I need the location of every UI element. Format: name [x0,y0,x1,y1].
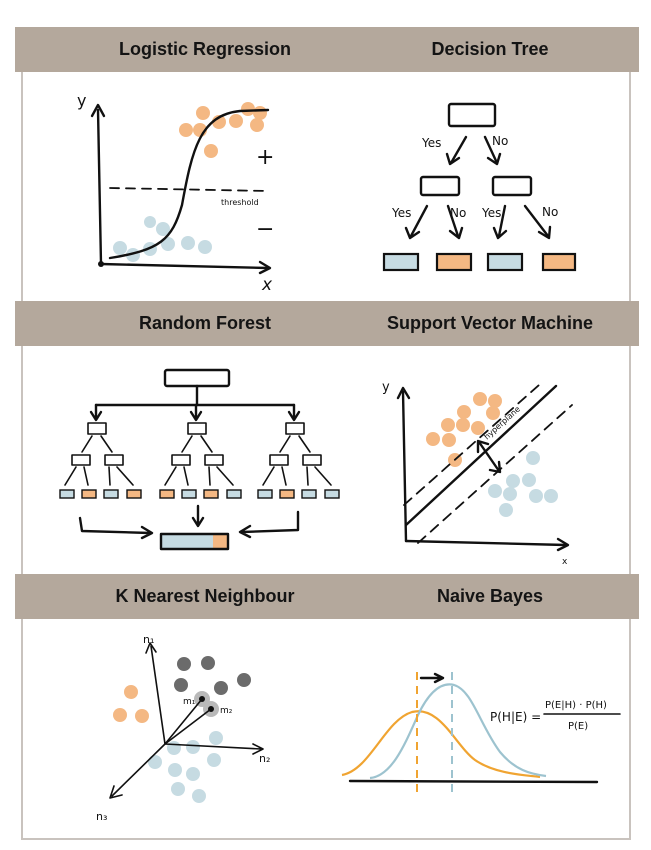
lr-origin-dot [98,261,104,267]
knn-label-m2: m₂ [220,706,233,716]
svm-margin-lower [417,404,573,544]
dt-label-no-rr: No [542,205,558,219]
lr-threshold-line [109,187,269,192]
dt-edge-rl [497,204,507,238]
dt-leaf-1-blue [382,252,420,272]
title-naive-bayes: Naive Bayes [436,586,544,606]
rf-branch-mid [189,403,203,422]
knn-blue-points [148,731,223,803]
svm-orange-points [426,392,502,467]
title-decision-tree: Decision Tree [431,39,549,59]
title-random-forest: Random Forest [138,313,271,333]
header-band-row-1: Logistic Regression Decision Tree [15,27,639,72]
header-band-row-3: K Nearest Neighbour Naive Bayes [15,574,639,619]
svm-margin-upper [403,384,540,506]
knn-orange-points [113,685,149,723]
knn-axis-n3 [109,743,166,799]
dt-left-node [419,175,461,197]
title-k-nearest-neighbour: K Nearest Neighbour [115,586,295,606]
svm-x-axis [404,539,568,547]
dt-edge-root-right [483,135,499,165]
dt-arrow-rl [492,226,508,240]
dt-edge-root-left [449,135,468,165]
nb-prior-curve [341,710,541,779]
knn-label-n3: n₃ [96,810,107,823]
knn-axis-n2 [164,743,264,755]
nb-shift-arrow [419,672,445,684]
rf-result-bar-outline [159,532,230,551]
svm-y-arrowhead [396,386,411,400]
lr-threshold-label: threshold [221,198,259,207]
svm-margin-arrow [476,439,502,474]
knn-gray-points [174,656,251,695]
lr-x-label: x [261,275,273,295]
svm-y-label: y [382,380,390,395]
dt-label-yes-top: Yes [421,136,441,150]
lr-minus-sign: − [256,217,274,242]
dt-label-no-top: No [492,134,508,148]
knn-line-to-m1 [164,698,203,745]
dt-leaf-4-orange [541,252,577,272]
svm-y-axis [401,390,408,543]
rf-tree-3 [257,422,340,499]
knn-axis-n1 [145,642,166,745]
rf-result-bar-blue [161,534,213,549]
dt-arrow-root-left [445,152,461,166]
dt-leaf-2-orange [435,252,473,272]
header-band-row-2: Random Forest Support Vector Machine [15,301,639,346]
lr-plus-sign: + [256,145,274,170]
nb-baseline [348,779,599,784]
nb-posterior-curve [369,683,547,780]
dt-root-node [447,102,497,128]
nb-formula-numerator: P(E|H) · P(H) [545,700,607,711]
title-logistic-regression: Logistic Regression [118,39,292,59]
svm-hyperplane [404,384,558,527]
knn-label-n1: n₁ [143,633,154,646]
dt-right-node [491,175,533,197]
nb-formula-denominator: P(E) [568,721,588,732]
rf-arrow-right-to-result [238,510,300,539]
rf-branch-left [89,403,103,422]
dt-edge-lr [446,204,460,238]
rf-branch-right [287,403,301,422]
knn-label-n2: n₂ [259,752,270,765]
rf-arrow-left-to-result [78,516,154,540]
lr-y-label: y [77,91,86,110]
rf-result-bar-orange [213,534,228,549]
svm-x-arrowhead [556,537,570,552]
dt-leaf-3-blue [486,252,524,272]
dt-edge-ll [409,204,429,238]
rf-tree-1 [59,422,142,499]
lr-sigmoid-curve [108,108,270,260]
dt-arrow-root-right [486,152,502,166]
dt-arrow-ll [404,226,421,240]
dt-arrow-rr [537,225,552,240]
knn-label-m1: m₁ [183,697,196,707]
nb-formula-lhs: P(H|E) = [490,710,541,724]
svm-x-label: x [562,557,568,567]
dt-label-no-lr: No [450,206,466,220]
lr-y-arrowhead [90,103,106,118]
dt-label-yes-rl: Yes [481,206,501,220]
title-support-vector-machine: Support Vector Machine [386,313,594,333]
lr-x-arrowhead [258,260,272,275]
rf-tree-2 [159,422,242,499]
knn-line-to-m2 [164,708,212,745]
lr-x-axis [99,262,270,270]
dt-edge-rr [523,204,550,238]
lr-y-axis [96,108,103,266]
dt-label-yes-ll: Yes [391,206,411,220]
svm-blue-points [488,451,558,517]
dt-arrow-lr [448,226,464,240]
rf-arrow-mid-to-result [191,504,205,528]
